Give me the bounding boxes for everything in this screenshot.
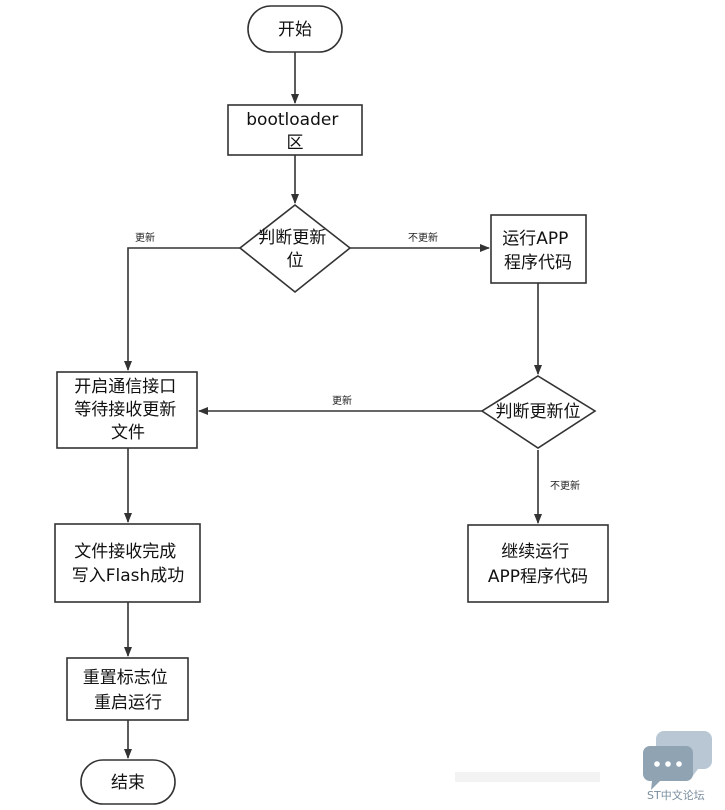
node-end-label: 结束 <box>111 773 145 793</box>
node-open-comm-line-3: 文件 <box>111 423 145 443</box>
watermark-text: ST中文论坛 <box>647 788 705 802</box>
chat-bubbles-icon <box>643 731 712 790</box>
node-file-done-line-1: 文件接收完成 <box>74 542 176 562</box>
edge-label-update-from-app: 更新 <box>332 394 352 407</box>
node-bootloader-line-1: bootloader <box>246 110 338 130</box>
svg-text:继续运行 APP程序代码: 继续运行 APP程序代码 <box>488 542 588 587</box>
node-end: 结束 <box>80 759 176 805</box>
edge-label-no-update-right: 不更新 <box>408 231 438 244</box>
node-continue-app-line-1: 继续运行 <box>501 542 569 562</box>
node-reset-flag-line-1: 重置标志位 <box>83 668 168 688</box>
edge-decision-to-open-comm <box>124 247 240 371</box>
node-open-comm-line-2: 等待接收更新 <box>74 400 176 420</box>
node-decision-bootloader: 判断更新 位 <box>238 203 352 294</box>
edge-label-no-update-down: 不更新 <box>550 479 580 492</box>
node-reset-flag: 重置标志位 重启运行 <box>66 657 189 721</box>
node-start-label: 开始 <box>278 20 312 40</box>
svg-text:bootloader 区: bootloader 区 <box>246 110 343 153</box>
node-decision-bootloader-line-1: 判断更新 <box>258 228 326 248</box>
node-file-done: 文件接收完成 写入Flash成功 <box>54 523 201 603</box>
node-decision-app-label: 判断更新位 <box>496 402 581 422</box>
node-bootloader-line-2: 区 <box>287 133 304 153</box>
node-file-done-line-2: 写入Flash成功 <box>72 566 185 586</box>
node-continue-app: 继续运行 APP程序代码 <box>467 524 609 603</box>
node-reset-flag-line-2: 重启运行 <box>94 693 162 713</box>
node-continue-app-line-2: APP程序代码 <box>488 567 588 587</box>
node-run-app: 运行APP 程序代码 <box>490 214 587 284</box>
svg-text:判断更新 位: 判断更新 位 <box>258 228 331 271</box>
faint-watermark-strip <box>455 772 600 782</box>
svg-text:运行APP 程序代码: 运行APP 程序代码 <box>502 229 574 273</box>
edge-label-update-left: 更新 <box>135 231 155 244</box>
svg-text:开启通信接口 等待接收更新 文件: 开启通信接口 等待接收更新 文件 <box>74 377 181 443</box>
node-open-comm-line-1: 开启通信接口 <box>74 377 176 397</box>
svg-text:文件接收完成 写入Flash成功: 文件接收完成 写入Flash成功 <box>72 542 185 586</box>
node-decision-bootloader-line-2: 位 <box>287 251 304 271</box>
node-bootloader: bootloader 区 <box>227 104 363 156</box>
node-run-app-line-1: 运行APP <box>502 229 568 249</box>
node-decision-app: 判断更新位 <box>480 375 597 449</box>
edges <box>124 52 542 759</box>
svg-text:重置标志位 重启运行: 重置标志位 重启运行 <box>83 668 173 713</box>
node-open-comm: 开启通信接口 等待接收更新 文件 <box>56 371 198 449</box>
node-start: 开始 <box>247 5 343 53</box>
node-run-app-line-2: 程序代码 <box>504 253 572 273</box>
